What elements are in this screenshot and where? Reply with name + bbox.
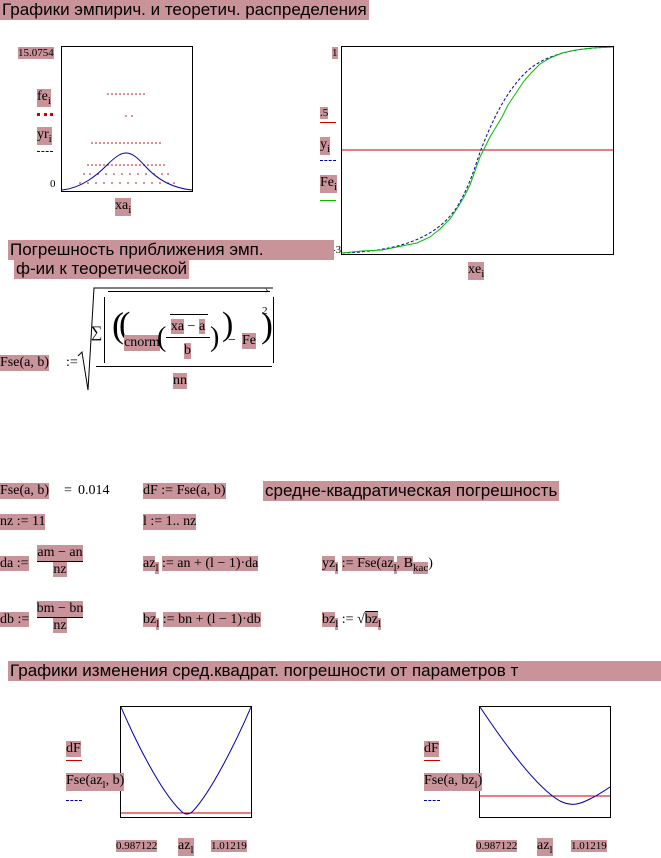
plot2-legend-fe-swatch <box>320 200 336 201</box>
plot2-legend-y: yi <box>320 137 331 155</box>
right-paren-3: ) <box>210 322 220 353</box>
frac-bar <box>166 337 210 338</box>
df-definition: dF := Fse(a, b) <box>143 483 226 499</box>
db-definition: db := <box>0 612 30 627</box>
error-vs-az-canvas <box>121 707 251 815</box>
normal-density-curve <box>62 152 192 191</box>
plot1-ymin-label: 0 <box>50 178 56 190</box>
bz-definition: bzl := bn + (l − 1)·db <box>143 612 261 630</box>
az-definition: azl := an + (l − 1)·da <box>143 556 259 574</box>
plot1-legend-yr-swatch <box>37 151 53 152</box>
plot4-xlabel: azl <box>537 838 553 856</box>
db-fraction: bm − bn nz <box>34 601 86 634</box>
plot3-xlabel: azl <box>178 838 194 856</box>
plot2-ymid-label: .5 <box>320 107 329 119</box>
plot2-ymin-label: -3 <box>332 244 342 256</box>
fe-term: Fe <box>242 333 256 349</box>
right-paren-big: ) <box>261 305 273 345</box>
plot1-legend-fe-swatch <box>37 113 53 116</box>
empirical-histogram-plot[interactable] <box>61 46 193 192</box>
da-definition: da := <box>0 556 29 571</box>
plot1-legend-fe: fei <box>37 89 51 107</box>
plot2-legend-y-swatch <box>320 160 336 161</box>
da-numerator: am − an <box>37 545 83 562</box>
left-paren-3: ( <box>157 322 167 353</box>
dots-row-mid <box>91 142 161 144</box>
fse-value: 0.014 <box>78 483 110 498</box>
plot4-legend-fse-swatch <box>424 800 440 801</box>
plot2-legend-fe: Fei <box>320 175 338 193</box>
frac-denominator: b <box>184 343 191 359</box>
dots-row-lower <box>79 164 175 184</box>
sum-symbol: ∑ <box>91 324 103 341</box>
minus-sign: − <box>228 333 236 348</box>
plot4-xmax-label: 1.01219 <box>571 840 607 852</box>
db-numerator: bm − bn <box>36 601 84 618</box>
main-frac-bar <box>96 366 272 367</box>
fse-assign: := <box>66 355 78 370</box>
vectorize-bar <box>108 291 270 292</box>
plot3-xmin-label: 0.987122 <box>116 840 158 852</box>
da-denominator: nz <box>53 562 67 577</box>
plot3-legend-fse: Fse(azl, b) <box>66 773 125 791</box>
left-paren-2: ( <box>119 306 131 343</box>
plot3-xmax-label: 1.01219 <box>211 840 247 852</box>
fse-definition-lhs: Fse(a, b) <box>0 355 49 371</box>
plot1-legend-yr: yri <box>37 127 52 145</box>
fse-eval: Fse(a, b) <box>0 483 49 499</box>
bz-sqrt-definition: bzl := √bzl <box>322 611 382 630</box>
left-paren-big: ( <box>112 305 124 345</box>
error-title-line1: Погрешность приближения эмп. <box>8 240 334 260</box>
exponent-2: 2 <box>262 305 268 317</box>
cnorm-fn: cnorm <box>124 335 160 351</box>
plot4-legend-df: dF <box>424 741 439 757</box>
rms-note: средне-квадратическая погрешность <box>263 481 560 501</box>
histogram-plot-canvas <box>62 93 192 191</box>
fse-eval-eq: = <box>64 483 72 498</box>
vectorize-arrowhead: › <box>265 285 269 296</box>
theoretical-cdf-curve <box>342 47 613 254</box>
plot4-legend-df-swatch <box>424 760 440 761</box>
fse-bz-curve <box>480 707 610 805</box>
nn-denominator: nn <box>173 373 187 389</box>
da-fraction: am − an nz <box>34 545 86 578</box>
graphs-title: Графики эмпирич. и теоретич. распределен… <box>0 0 369 20</box>
range-definition: l := 1.. nz <box>143 514 197 530</box>
sqrt-radical <box>77 287 273 391</box>
param-graphs-title: Графики изменения сред.квадрат. погрешно… <box>8 661 661 681</box>
cdf-comparison-plot[interactable] <box>341 46 614 255</box>
outer-brackets <box>104 297 274 363</box>
plot1-ymax-label: 15.0754 <box>18 47 54 59</box>
error-vs-bz-canvas <box>480 707 610 805</box>
plot4-xmin-label: 0.987122 <box>476 840 518 852</box>
nz-definition: nz := 11 <box>0 514 46 530</box>
empirical-cdf-curve <box>342 47 613 254</box>
frac-numerator: xa − a <box>170 319 206 334</box>
plot4-legend-fse: Fse(a, bzl) <box>424 773 483 791</box>
cdf-plot-canvas <box>342 47 613 254</box>
dots-row-top <box>107 93 145 95</box>
fse-az-curve <box>121 707 251 815</box>
formula-body: ( ( cnorm ( xa − a b ) ) − Fe ) 2 <box>104 297 273 363</box>
plot2-ymax-label: 1 <box>332 47 338 59</box>
plot2-xlabel: xei <box>468 262 485 280</box>
db-denominator: nz <box>53 618 67 633</box>
histogram-dots <box>79 93 175 184</box>
error-vs-az-plot[interactable] <box>120 706 252 818</box>
error-title-line2: ф-ии к теоретической <box>14 259 190 279</box>
yz-definition: yzl := Fse(azl, Bkac) <box>322 556 433 574</box>
plot3-legend-df: dF <box>66 741 81 757</box>
plot2-ymid-swatch <box>320 122 336 123</box>
plot3-legend-fse-swatch <box>66 800 82 801</box>
right-paren-2: ) <box>222 306 234 343</box>
error-vs-bz-plot[interactable] <box>479 706 611 818</box>
inner-vector-bar <box>170 314 208 315</box>
plot1-xlabel: xai <box>115 198 132 216</box>
plot3-legend-df-swatch <box>66 760 82 761</box>
